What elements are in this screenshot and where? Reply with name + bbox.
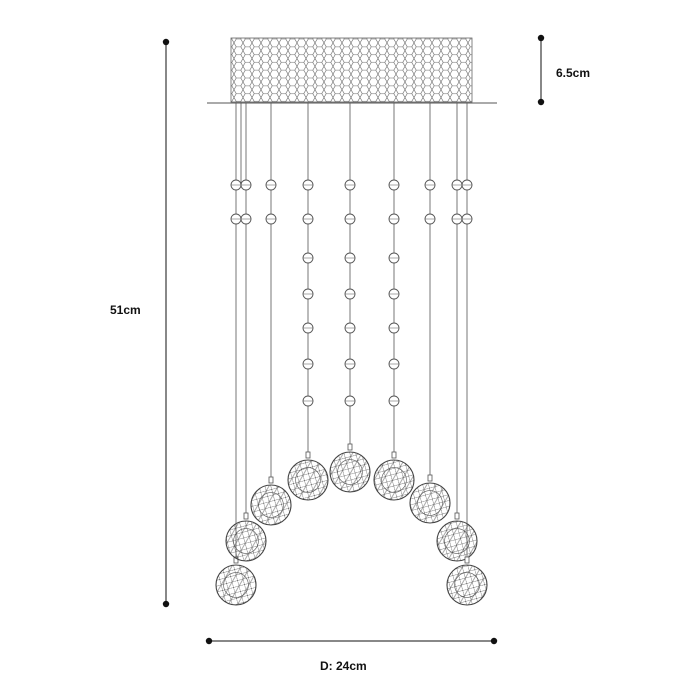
crystal-cap [391, 451, 397, 459]
height-dimension [162, 38, 170, 608]
crystal-ball [373, 459, 415, 501]
crystal-facet-ring [381, 467, 407, 493]
small-beads [230, 179, 473, 407]
crystal-facet-ring [444, 528, 470, 554]
width-label: D: 24cm [320, 659, 367, 673]
crystal-cap [347, 443, 353, 451]
canopy-dimension-top-dot [537, 34, 545, 42]
crystal-ball [250, 484, 292, 526]
canopy-dimension-bottom-dot [537, 98, 545, 106]
crystal-ball [225, 520, 267, 562]
crystal-cap [268, 476, 274, 484]
crystal-cap [243, 512, 249, 520]
crystal-facet-ring [233, 528, 259, 554]
crystal-facet-ring [417, 490, 443, 516]
canopy [207, 37, 497, 104]
crystal-cap [305, 451, 311, 459]
crystal-ball [215, 564, 257, 606]
crystal-ball [329, 451, 371, 493]
crystal-cap [464, 556, 470, 564]
crystal-ball [287, 459, 329, 501]
crystal-ball [436, 520, 478, 562]
crystal-ball [446, 564, 488, 606]
crystal-facet-ring [295, 467, 321, 493]
crystal-facet-ring [223, 572, 249, 598]
canopy-box [230, 37, 473, 103]
crystal-facet-ring [337, 459, 363, 485]
width-dimension-left-dot [205, 637, 213, 645]
height-dimension-top-dot [162, 38, 170, 46]
canopy-height-label: 6.5cm [556, 66, 591, 80]
crystal-cap [427, 474, 433, 482]
canopy-height-dimension [537, 34, 545, 106]
width-dimension [205, 637, 498, 645]
crystal-ball [409, 482, 451, 524]
crystal-facet-ring [258, 492, 284, 518]
crystal-facet-ring [454, 572, 480, 598]
width-dimension-right-dot [490, 637, 498, 645]
suspension-strands [235, 103, 468, 557]
height-label: 51cm [110, 303, 141, 317]
height-dimension-bottom-dot [162, 600, 170, 608]
crystal-cap [454, 512, 460, 520]
crystal-balls [215, 443, 488, 606]
